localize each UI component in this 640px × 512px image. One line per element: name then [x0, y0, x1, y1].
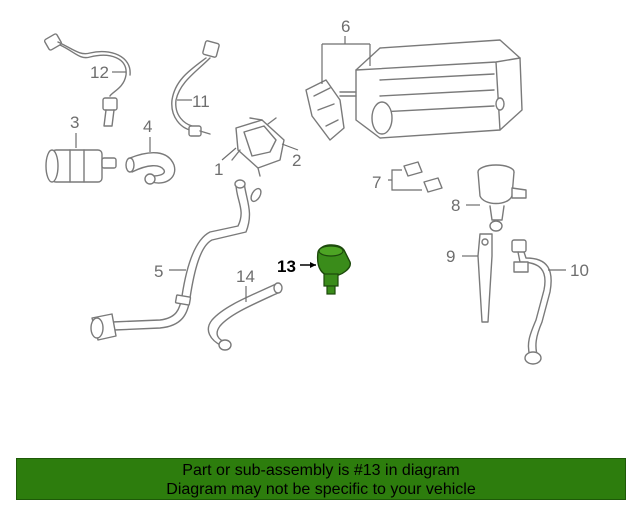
callout-2: 2	[292, 151, 301, 170]
callout-11: 11	[192, 92, 210, 111]
callout-10: 10	[570, 261, 589, 280]
part-5-hose[interactable]	[90, 179, 263, 341]
footer-line-2: Diagram may not be specific to your vehi…	[166, 481, 476, 498]
leader-13-arrowhead	[310, 262, 316, 268]
callout-5: 5	[154, 262, 163, 281]
part-8-vent-filter[interactable]	[477, 164, 527, 232]
footer-banner: Part or sub-assembly is #13 in diagram D…	[16, 458, 626, 500]
part-3-pump[interactable]	[45, 149, 117, 183]
part-11-oxygen-sensor[interactable]	[171, 40, 220, 137]
callout-13: 13	[277, 257, 296, 276]
part-10-vent-hose[interactable]	[511, 239, 552, 365]
callout-8: 8	[451, 196, 460, 215]
callout-14: 14	[236, 267, 255, 286]
callout-7: 7	[372, 173, 381, 192]
leader-7	[388, 169, 422, 191]
callout-6: 6	[341, 17, 350, 36]
leader-6	[321, 36, 371, 84]
callout-1: 1	[214, 160, 223, 179]
part-4-hose[interactable]	[125, 152, 176, 185]
part-13-valve-highlighted[interactable]	[316, 244, 351, 295]
part-14-hose[interactable]	[207, 282, 283, 351]
callout-9: 9	[446, 247, 455, 266]
parts-diagram: 12 11 3 4 1 2	[43, 17, 589, 365]
callout-4: 4	[143, 117, 152, 136]
callout-12: 12	[90, 63, 109, 82]
leader-1	[221, 147, 237, 161]
part-9-bracket[interactable]	[477, 233, 493, 323]
leader-2	[281, 143, 299, 151]
callout-3: 3	[70, 113, 79, 132]
part-7-clips[interactable]	[403, 161, 443, 193]
part-1-2-purge-solenoid[interactable]	[231, 117, 285, 177]
footer-line-1: Part or sub-assembly is #13 in diagram	[182, 462, 460, 479]
part-6-evap-canister[interactable]	[305, 39, 523, 141]
part-12-oxygen-sensor[interactable]	[43, 33, 131, 127]
